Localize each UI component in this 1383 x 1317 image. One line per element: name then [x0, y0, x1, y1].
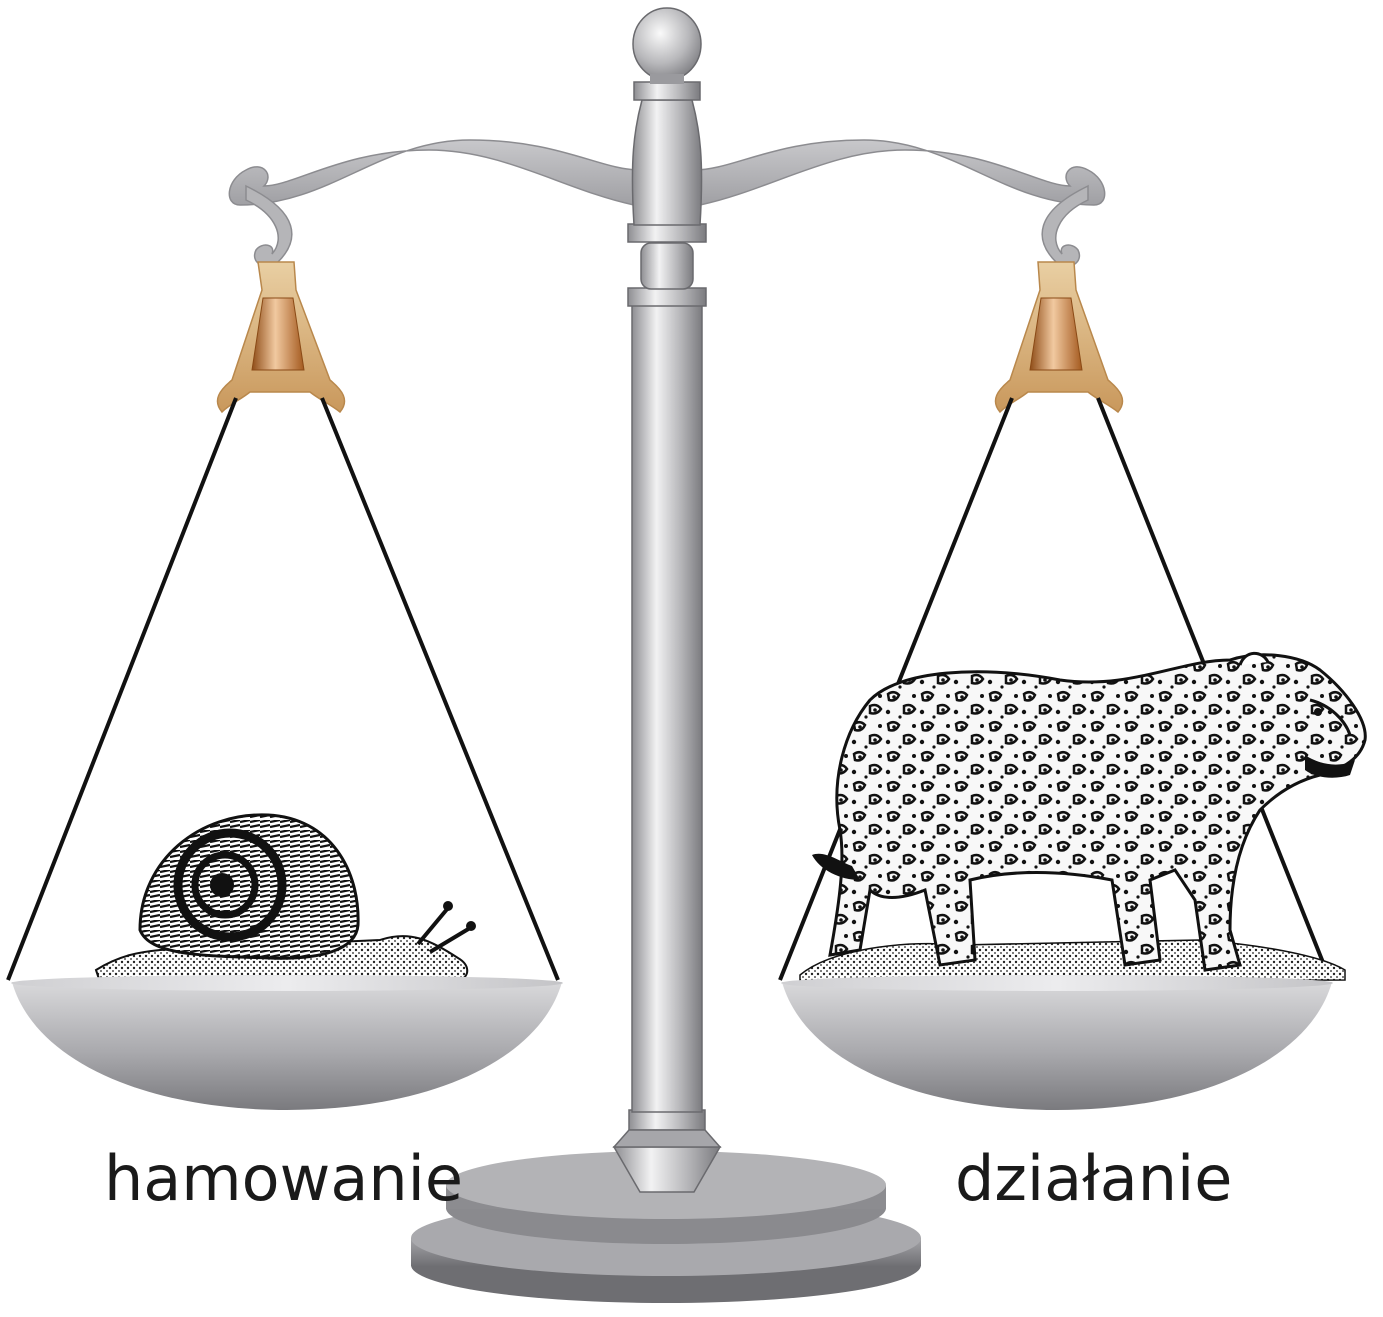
left-pan-assembly [8, 262, 563, 1110]
left-bracket [217, 262, 344, 412]
right-pan-assembly [780, 262, 1365, 1110]
snail-icon [96, 815, 476, 982]
right-bracket [995, 262, 1122, 412]
left-pan-label: hamowanie [104, 1148, 463, 1210]
scale-pole [614, 224, 720, 1192]
right-pan [781, 975, 1333, 1110]
jaguar-icon [800, 653, 1365, 982]
right-pan-label: działanie [955, 1148, 1232, 1210]
left-pan [11, 975, 563, 1110]
scale-pole-top [632, 8, 701, 225]
